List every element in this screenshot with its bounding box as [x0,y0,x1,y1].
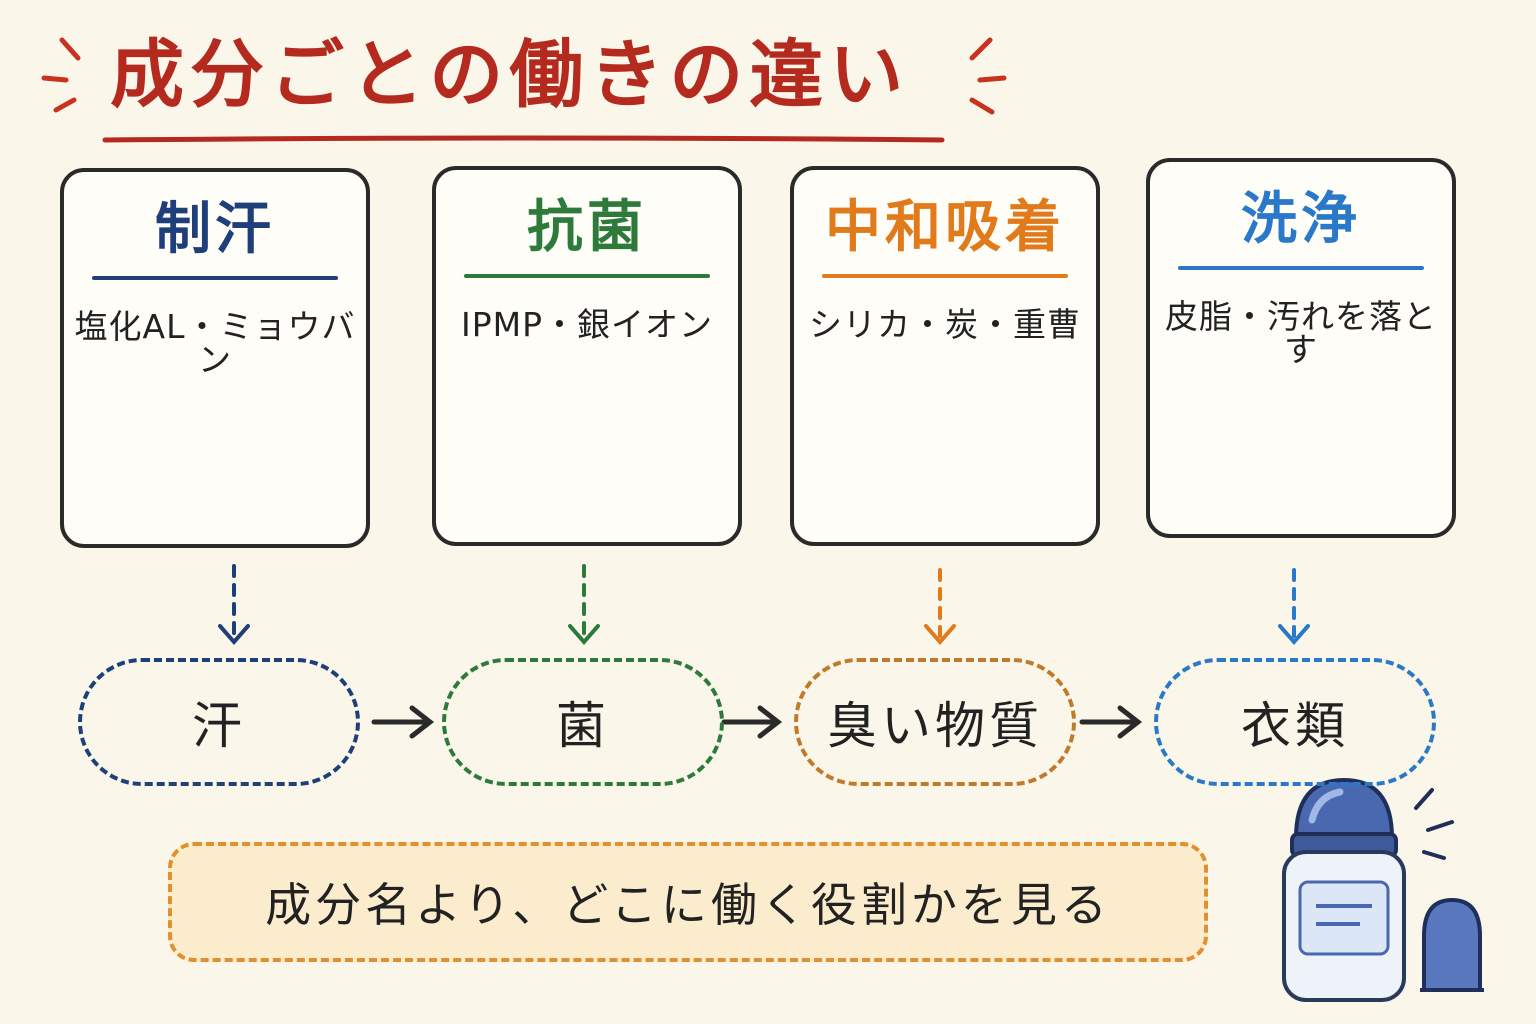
title-underline [102,135,945,143]
card-rule [92,276,338,280]
card-subtitle: 皮脂・汚れを落とす [1165,297,1437,369]
down-arrow-4 [1278,568,1310,646]
card-rule [822,274,1068,278]
down-arrow-3 [924,568,956,646]
card-title: 中和吸着 [825,195,1065,260]
summary-box: 成分名より、どこに働く役割かを見る [168,842,1208,962]
card-subtitle: 塩化AL・ミョウバン [74,307,356,379]
page-title: 成分ごとの働きの違い [110,32,910,118]
card-neutralize-absorb: 中和吸着 シリカ・炭・重曹 [790,166,1100,546]
down-arrow-2 [568,564,600,646]
right-arrow-2 [721,705,783,739]
right-arrow-1 [371,705,435,739]
card-subtitle: シリカ・炭・重曹 [809,305,1081,344]
card-rule [464,274,710,278]
card-subtitle: IPMP・銀イオン [460,305,713,344]
card-title: 洗浄 [1241,187,1361,252]
target-pill-clothing: 衣類 [1154,658,1436,786]
card-title: 抗菌 [527,195,647,260]
down-arrow-1 [218,564,250,646]
card-antibacterial: 抗菌 IPMP・銀イオン [432,166,742,546]
card-antiperspirant: 制汗 塩化AL・ミョウバン [60,168,370,548]
title-sparks-right [969,37,1007,115]
card-cleansing: 洗浄 皮脂・汚れを落とす [1146,158,1456,538]
roll-on-deodorant-icon [1282,777,1484,1002]
target-pill-sweat: 汗 [78,658,360,786]
card-rule [1178,266,1424,270]
target-pill-odor: 臭い物質 [794,658,1076,786]
card-title: 制汗 [155,197,275,262]
target-pill-bacteria: 菌 [442,658,724,786]
right-arrow-3 [1079,705,1143,739]
title-sparks-left [41,37,81,113]
